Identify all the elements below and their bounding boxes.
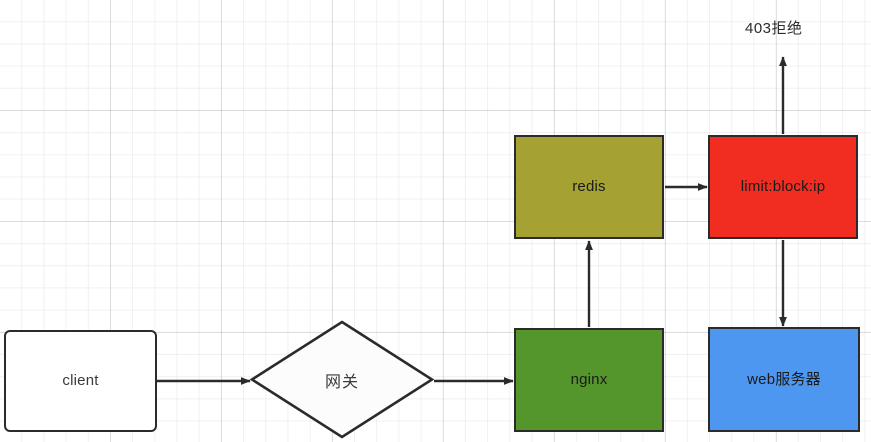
node-nginx[interactable]: nginx: [514, 328, 664, 432]
node-nginx-label: nginx: [570, 371, 608, 388]
node-gateway-label: 网关: [324, 373, 359, 391]
node-client-label: client: [62, 372, 99, 389]
node-client[interactable]: client: [4, 330, 157, 432]
diamond-shape: [250, 320, 434, 439]
node-redis-label: redis: [572, 178, 606, 195]
node-gateway[interactable]: 网关: [250, 320, 434, 439]
node-web-server-label: web服务器: [747, 370, 821, 388]
node-limit-block-ip-label: limit:block:ip: [740, 178, 826, 195]
node-limit-block-ip[interactable]: limit:block:ip: [708, 135, 858, 239]
edge-label-reject: 403拒绝: [745, 20, 803, 37]
node-web-server[interactable]: web服务器: [708, 327, 860, 432]
node-redis[interactable]: redis: [514, 135, 664, 239]
